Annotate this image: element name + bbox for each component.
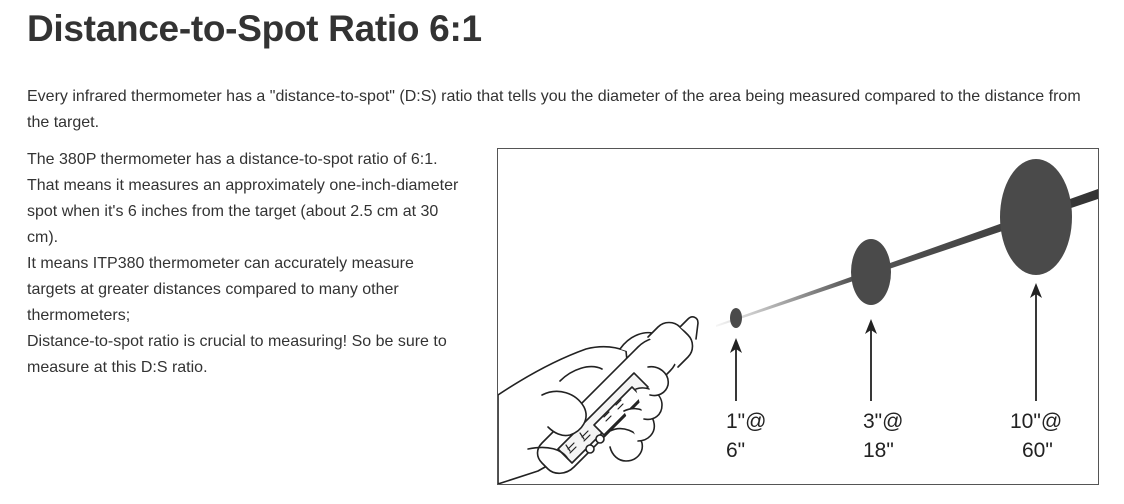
arrow-up-icon bbox=[730, 338, 742, 401]
hand-holding-thermometer-icon bbox=[498, 316, 699, 484]
intro-paragraph: Every infrared thermometer has a "distan… bbox=[27, 88, 1081, 131]
spot-large bbox=[1000, 159, 1072, 275]
paragraph-ratio-explanation: The 380P thermometer has a distance-to-s… bbox=[27, 151, 459, 246]
page-title: Distance-to-Spot Ratio 6:1 bbox=[27, 8, 482, 49]
spot-distance-label: 6" bbox=[726, 439, 745, 462]
paragraph-measure-advice: Distance-to-spot ratio is crucial to mea… bbox=[27, 333, 447, 376]
spot-size-label: 3"@ bbox=[863, 410, 903, 433]
arrow-up-icon bbox=[865, 319, 877, 401]
paragraph-distance-benefit: It means ITP380 thermometer can accurate… bbox=[27, 255, 414, 324]
spot-medium bbox=[851, 239, 891, 305]
spot-distance-label: 18" bbox=[863, 439, 894, 462]
spot-distance-label: 60" bbox=[1022, 439, 1053, 462]
body-text: The 380P thermometer has a distance-to-s… bbox=[27, 147, 467, 381]
distance-to-spot-diagram: 1"@ 6" 3"@ 18" 10"@ 60" bbox=[497, 148, 1099, 485]
spot-small bbox=[730, 308, 742, 328]
spot-size-label: 1"@ bbox=[726, 410, 766, 433]
diagram-canvas: 1"@ 6" 3"@ 18" 10"@ 60" bbox=[498, 159, 1098, 484]
spot-size-label: 10"@ bbox=[1010, 410, 1062, 433]
arrow-up-icon bbox=[1030, 283, 1042, 401]
